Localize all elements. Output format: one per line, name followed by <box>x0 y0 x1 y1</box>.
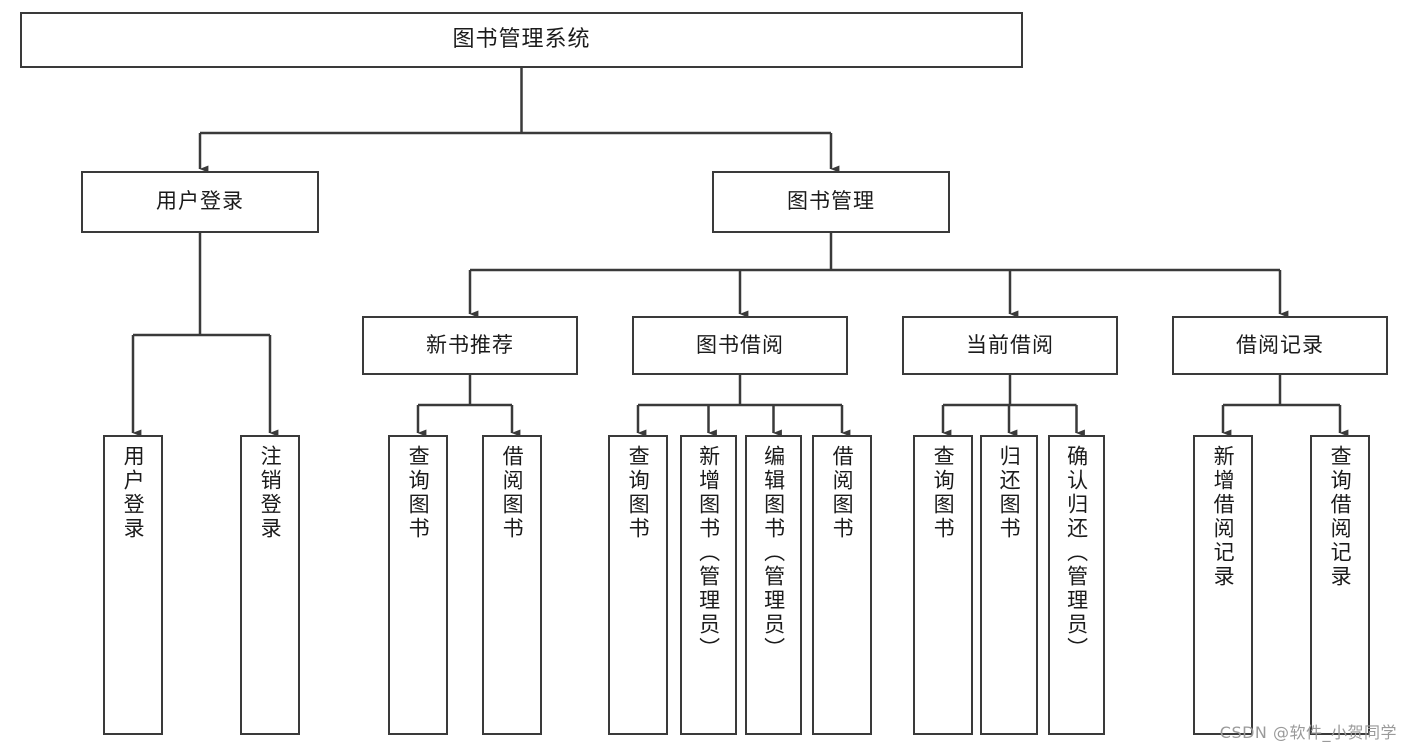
node-label: 借阅图书 <box>830 445 855 541</box>
node-new-book-rec[interactable]: 新书推荐 <box>362 316 578 375</box>
node-leaf-confirm-return[interactable]: 确认归还（管理员） <box>1048 435 1105 735</box>
node-leaf-query-record[interactable]: 查询借阅记录 <box>1310 435 1370 735</box>
node-label: 图书管理 <box>787 189 875 214</box>
node-label: 新增借阅记录 <box>1211 445 1236 589</box>
watermark: CSDN @软件_小贺同学 <box>1219 723 1397 742</box>
node-label: 图书管理系统 <box>452 26 591 52</box>
node-leaf-query-book-3[interactable]: 查询图书 <box>913 435 973 735</box>
node-user-login[interactable]: 用户登录 <box>81 171 319 233</box>
node-leaf-add-record[interactable]: 新增借阅记录 <box>1193 435 1253 735</box>
node-label: 归还图书 <box>997 445 1022 541</box>
node-label: 用户登录 <box>156 189 244 214</box>
node-leaf-return-book[interactable]: 归还图书 <box>980 435 1038 735</box>
node-label: 查询图书 <box>406 445 431 541</box>
node-leaf-borrow-book-2[interactable]: 借阅图书 <box>812 435 872 735</box>
node-book-manage[interactable]: 图书管理 <box>712 171 950 233</box>
node-leaf-user-login[interactable]: 用户登录 <box>103 435 163 735</box>
node-label: 借阅图书 <box>500 445 525 541</box>
node-label: 新增图书（管理员） <box>696 445 721 661</box>
node-label: 当前借阅 <box>966 332 1054 357</box>
node-book-borrow[interactable]: 图书借阅 <box>632 316 848 375</box>
node-leaf-edit-book[interactable]: 编辑图书（管理员） <box>745 435 802 735</box>
node-leaf-query-book-1[interactable]: 查询图书 <box>388 435 448 735</box>
node-leaf-borrow-book-1[interactable]: 借阅图书 <box>482 435 542 735</box>
node-label: 注销登录 <box>258 445 283 541</box>
node-label: 图书借阅 <box>696 332 784 357</box>
node-label: 编辑图书（管理员） <box>761 445 786 661</box>
node-current-borrow[interactable]: 当前借阅 <box>902 316 1118 375</box>
node-root[interactable]: 图书管理系统 <box>20 12 1023 68</box>
node-label: 查询借阅记录 <box>1328 445 1353 589</box>
node-label: 借阅记录 <box>1236 332 1324 357</box>
node-leaf-add-book[interactable]: 新增图书（管理员） <box>680 435 737 735</box>
node-leaf-user-logout[interactable]: 注销登录 <box>240 435 300 735</box>
node-label: 查询图书 <box>931 445 956 541</box>
node-label: 新书推荐 <box>426 332 514 357</box>
node-label: 查询图书 <box>626 445 651 541</box>
node-borrow-record[interactable]: 借阅记录 <box>1172 316 1388 375</box>
node-label: 确认归还（管理员） <box>1064 445 1089 661</box>
node-leaf-query-book-2[interactable]: 查询图书 <box>608 435 668 735</box>
node-label: 用户登录 <box>121 445 146 541</box>
